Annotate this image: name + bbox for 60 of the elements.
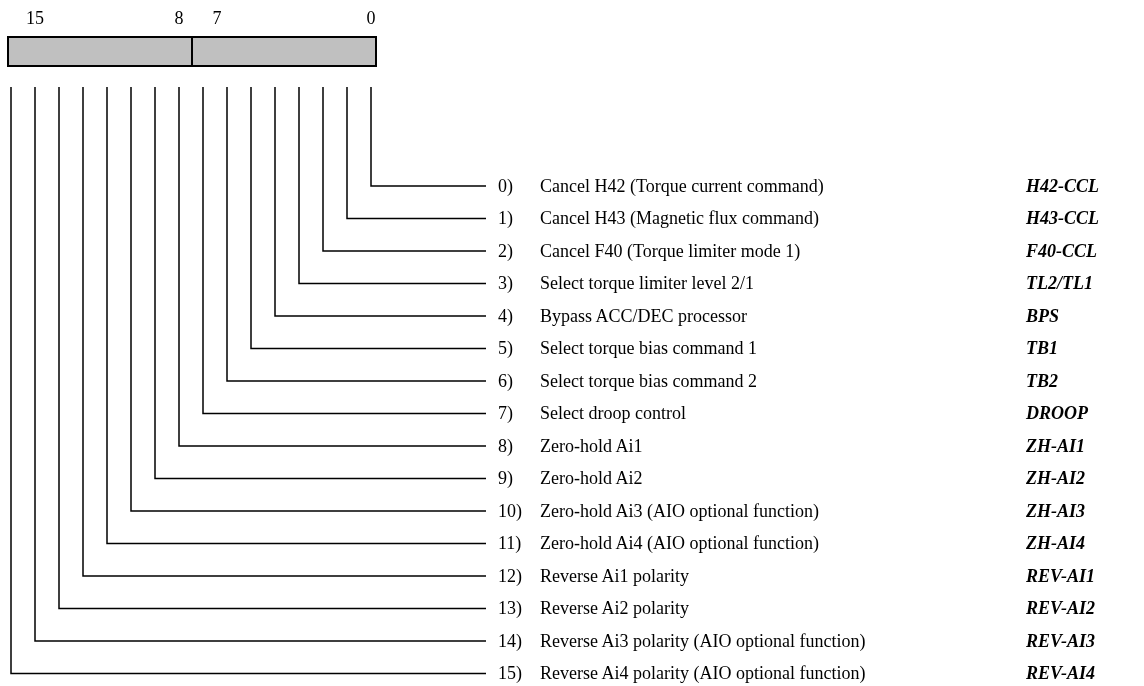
bit-description: Reverse Ai1 polarity [540, 565, 690, 587]
bit-index: 15) [498, 663, 523, 684]
bit-description: Select torque bias command 1 [540, 338, 758, 359]
leader-line [298, 86, 487, 285]
signal-mnemonic: REV-AI3 [1026, 630, 1096, 652]
signal-mnemonic: H42-CCL [1026, 175, 1099, 197]
bit-index: 14) [498, 630, 523, 652]
bit-number: 8 [174, 8, 184, 28]
signal-mnemonic: TB1 [1026, 338, 1058, 359]
signal-mnemonic: ZH-AI4 [1026, 533, 1085, 554]
signal-mnemonic: F40-CCL [1026, 240, 1097, 262]
signal-mnemonic: ZH-AI3 [1026, 500, 1085, 522]
signal-mnemonic: TL2/TL1 [1026, 273, 1093, 294]
bit-index: 12) [498, 565, 523, 587]
bit-number: 0 [366, 8, 376, 28]
bit-description: Zero-hold Ai2 [540, 468, 644, 489]
bit-index: 9) [498, 468, 514, 489]
bit-index: 11) [498, 533, 523, 554]
bit-description: Cancel H43 (Magnetic flux command) [540, 208, 820, 229]
bit-description: Select torque bias command 2 [540, 370, 758, 392]
signal-mnemonic: ZH-AI1 [1026, 435, 1085, 457]
bit-index: 3) [498, 273, 514, 294]
leader-line [226, 86, 487, 382]
bit-description: Cancel H42 (Torque current command) [540, 175, 825, 197]
bit-description: Cancel F40 (Torque limiter mode 1) [540, 240, 802, 262]
signal-mnemonic: ZH-AI2 [1026, 468, 1085, 489]
bit-index: 13) [498, 598, 523, 619]
bit-description: Zero-hold Ai4 (AIO optional function) [540, 533, 820, 554]
leader-line [274, 86, 487, 317]
bit-index: 6) [498, 370, 514, 392]
leader-line [370, 86, 487, 187]
signal-mnemonic: DROOP [1026, 403, 1088, 424]
bit-number: 15 [26, 8, 44, 28]
bit-index: 1) [498, 208, 514, 229]
leader-line [346, 86, 487, 220]
signal-mnemonic: REV-AI4 [1026, 663, 1096, 684]
bit-description: Reverse Ai4 polarity (AIO optional function) [540, 663, 867, 684]
bit-index: 0) [498, 175, 514, 197]
bit-index: 8) [498, 435, 514, 457]
bit-index: 7) [498, 403, 514, 424]
bit-description: Bypass ACC/DEC processor [540, 305, 748, 327]
bit-description: Reverse Ai2 polarity [540, 598, 690, 619]
signal-mnemonic: H43-CCL [1026, 208, 1099, 229]
bit-index: 4) [498, 305, 514, 327]
bit-description: Select torque limiter level 2/1 [540, 273, 755, 294]
leader-line [202, 86, 487, 415]
bit-index: 5) [498, 338, 514, 359]
signal-mnemonic: REV-AI1 [1026, 565, 1096, 587]
bit-description: Reverse Ai3 polarity (AIO optional function) [540, 630, 867, 652]
bit-index: 2) [498, 240, 514, 262]
signal-mnemonic: REV-AI2 [1026, 598, 1096, 619]
signal-mnemonic: TB2 [1026, 370, 1058, 392]
leader-line [322, 86, 487, 252]
bit-description: Zero-hold Ai1 [540, 435, 644, 457]
leader-line [250, 86, 487, 350]
bit-index: 10) [498, 500, 523, 522]
bit-number: 7 [212, 8, 222, 28]
bit-description: Zero-hold Ai3 (AIO optional function) [540, 500, 820, 522]
signal-mnemonic: BPS [1026, 305, 1059, 327]
bit-description: Select droop control [540, 403, 687, 424]
